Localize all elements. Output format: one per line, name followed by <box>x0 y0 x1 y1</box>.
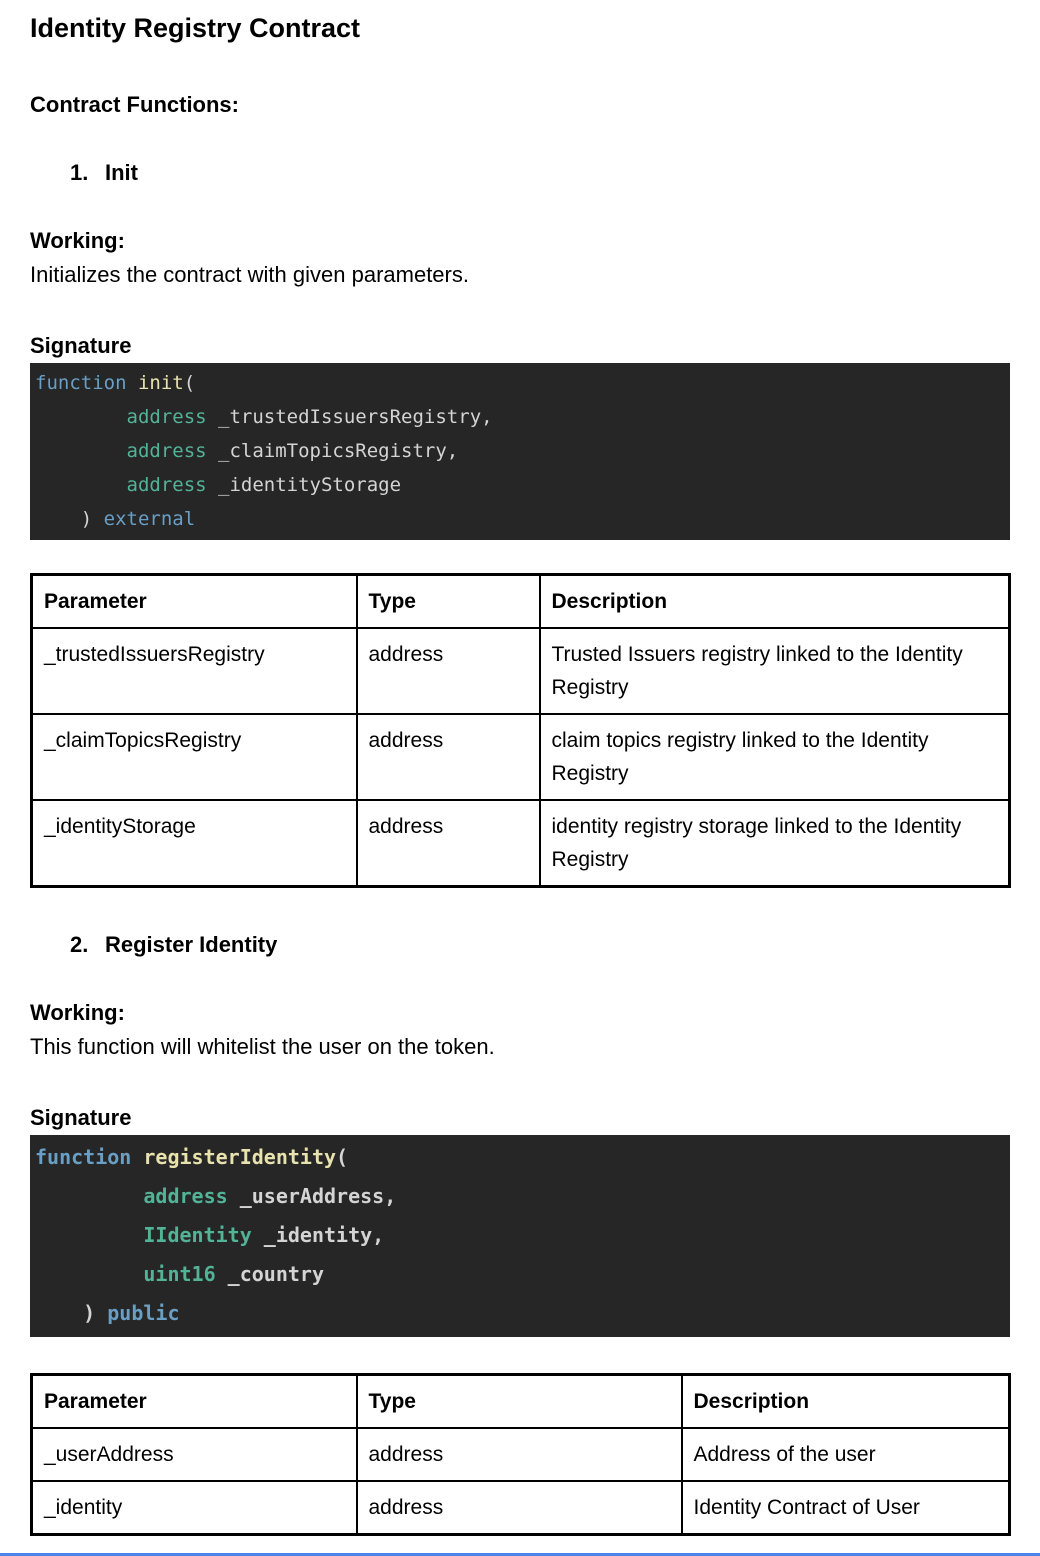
function-2-working-text: This function will whitelist the user on… <box>30 1034 495 1059</box>
param-type-cell: address <box>355 1427 683 1482</box>
code-block-register-identity: function registerIdentity( address _user… <box>30 1135 1010 1337</box>
param-type-cell: address <box>355 627 541 715</box>
page-title: Identity Registry Contract <box>30 13 361 43</box>
function-2-working-label: Working: <box>30 1000 125 1025</box>
param-name-cell: _claimTopicsRegistry <box>30 713 358 801</box>
function-2-signature-label: Signature <box>30 1105 132 1130</box>
code-block-init: function init( address _trustedIssuersRe… <box>30 363 1010 540</box>
function-2-heading: 2. Register Identity <box>70 932 1010 958</box>
param-type-cell: address <box>355 713 541 801</box>
param-desc-cell: claim topics registry linked to the Iden… <box>538 713 1011 801</box>
param-type-cell: address <box>355 799 541 888</box>
function-2-number: 2. <box>70 932 89 957</box>
table-row: _identityStorage address identity regist… <box>30 799 1011 888</box>
function-1-number: 1. <box>70 160 89 185</box>
param-desc-cell: identity registry storage linked to the … <box>538 799 1011 888</box>
function-1-heading: 1. Init <box>70 160 1010 186</box>
function-1-name: Init <box>105 160 138 185</box>
param-name-cell: _userAddress <box>30 1427 358 1482</box>
params-table-init: Parameter Type Description _trustedIssue… <box>30 573 1011 888</box>
param-type-cell: address <box>355 1480 683 1536</box>
table-row: _userAddress address Address of the user <box>30 1427 1011 1482</box>
table-row: _identity address Identity Contract of U… <box>30 1480 1011 1536</box>
col-header-parameter: Parameter <box>30 1373 358 1429</box>
col-header-description: Description <box>680 1373 1011 1429</box>
col-header-type: Type <box>355 1373 683 1429</box>
col-header-description: Description <box>538 573 1011 629</box>
table-header-row: Parameter Type Description <box>30 573 1011 629</box>
contract-functions-heading: Contract Functions: <box>30 92 239 117</box>
col-header-type: Type <box>355 573 541 629</box>
param-desc-cell: Identity Contract of User <box>680 1480 1011 1536</box>
params-table-register-identity: Parameter Type Description _userAddress … <box>30 1373 1011 1536</box>
function-1-working-label: Working: <box>30 228 125 253</box>
param-name-cell: _trustedIssuersRegistry <box>30 627 358 715</box>
param-desc-cell: Trusted Issuers registry linked to the I… <box>538 627 1011 715</box>
table-row: _trustedIssuersRegistry address Trusted … <box>30 627 1011 715</box>
table-header-row: Parameter Type Description <box>30 1373 1011 1429</box>
table-row: _claimTopicsRegistry address claim topic… <box>30 713 1011 801</box>
function-2-name: Register Identity <box>105 932 278 957</box>
function-1-signature-label: Signature <box>30 333 132 358</box>
param-name-cell: _identityStorage <box>30 799 358 888</box>
param-name-cell: _identity <box>30 1480 358 1536</box>
param-desc-cell: Address of the user <box>680 1427 1011 1482</box>
document-page: Identity Registry Contract Contract Func… <box>0 12 1040 1536</box>
col-header-parameter: Parameter <box>30 573 358 629</box>
function-1-working-text: Initializes the contract with given para… <box>30 262 469 287</box>
